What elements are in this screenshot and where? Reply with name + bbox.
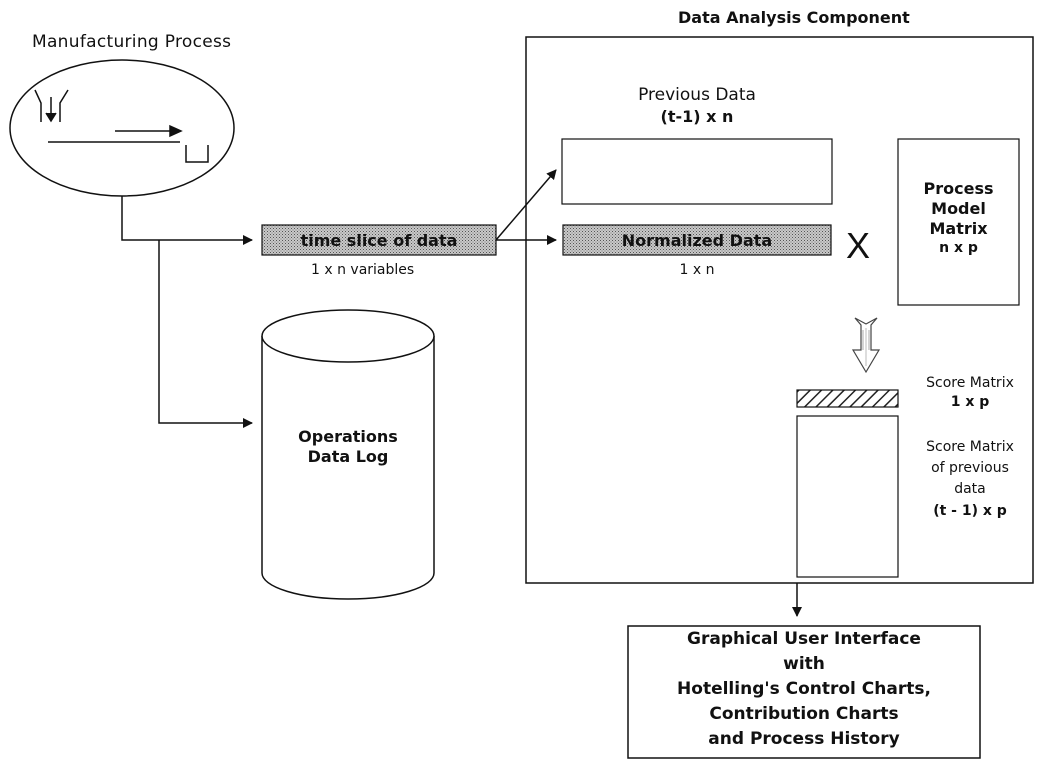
score-matrix-dims: 1 x p xyxy=(950,394,990,410)
score-matrix-previous-box xyxy=(796,415,899,578)
manufacturing-process-title: Manufacturing Process xyxy=(32,32,232,52)
process-model-matrix-box xyxy=(897,138,1020,306)
data-analysis-title: Data Analysis Component xyxy=(678,8,910,27)
gui-line2: with xyxy=(783,654,825,674)
previous-data-dims: (t-1) x n xyxy=(660,107,734,126)
normalized-data-dims: 1 x n xyxy=(679,262,715,278)
time-slice-bar xyxy=(261,224,497,256)
model-line3: Matrix xyxy=(929,219,988,238)
operations-label: Operations xyxy=(298,427,398,446)
down-arrow-icon xyxy=(851,317,881,374)
gui-line4: Contribution Charts xyxy=(709,704,899,724)
time-slice-dims: 1 x n variables xyxy=(311,262,415,278)
multiply-symbol: X xyxy=(846,225,871,266)
data-analysis-box xyxy=(525,36,1034,584)
data-log-label: Data Log xyxy=(307,447,389,466)
machine-icon xyxy=(34,89,209,163)
score-prev-line2: of previous xyxy=(931,460,1009,476)
score-prev-dims: (t - 1) x p xyxy=(933,503,1007,519)
flow-line-to-log xyxy=(158,240,253,428)
flow-line-to-slice xyxy=(121,196,253,245)
normalized-data-label: Normalized Data xyxy=(621,230,773,250)
score-prev-line3: data xyxy=(954,481,986,497)
gui-line3: Hotelling's Control Charts, xyxy=(677,679,931,699)
time-slice-label: time slice of data xyxy=(300,230,458,250)
score-matrix-title: Score Matrix xyxy=(926,375,1014,391)
model-dims: n x p xyxy=(939,240,978,256)
score-matrix-bar xyxy=(796,389,899,408)
gui-box xyxy=(627,625,981,759)
operations-data-log-cylinder xyxy=(261,309,435,600)
normalized-data-bar xyxy=(562,224,832,256)
model-line2: Model xyxy=(931,199,986,218)
gui-line5: and Process History xyxy=(708,729,900,749)
gui-line1: Graphical User Interface xyxy=(687,629,921,649)
manufacturing-process-ellipse xyxy=(9,59,235,197)
score-prev-line1: Score Matrix xyxy=(926,439,1014,455)
previous-data-title: Previous Data xyxy=(638,85,756,105)
model-line1: Process xyxy=(923,179,994,198)
previous-data-box xyxy=(561,138,833,205)
